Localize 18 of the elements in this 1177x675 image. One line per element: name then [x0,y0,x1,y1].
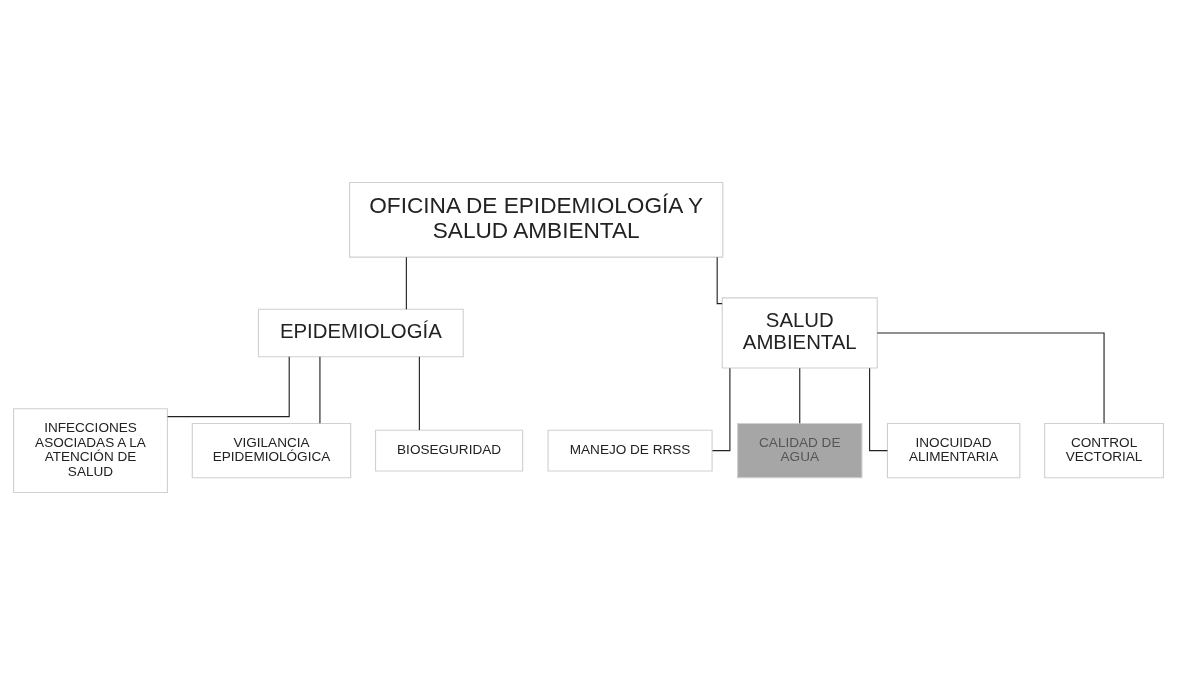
node-box: MANEJO DE RRSS [547,429,713,472]
node-box: OFICINA DE EPIDEMIOLOGÍA Y SALUD AMBIENTAL [348,181,724,258]
node-box: CALIDAD DE AGUA [736,422,863,479]
node-box: INFECCIONES ASOCIADAS A LA ATENCIÓN DE SALUD [13,408,168,494]
node-box: SALUD AMBIENTAL [721,297,878,369]
connector [799,367,801,424]
connector [167,356,290,418]
connector [319,356,321,424]
node-box: BIOSEGURIDAD [375,429,524,472]
connector [869,367,888,452]
connector [711,367,731,452]
connector [876,332,1105,424]
node-box: VIGILANCIA EPIDEMIOLÓGICA [191,422,352,479]
node-box: INOCUIDAD ALIMENTARIA [886,422,1021,479]
connector [418,356,420,431]
node-box: CONTROL VECTORIAL [1044,422,1164,479]
connector [405,256,407,310]
node-box: EPIDEMIOLOGÍA [257,308,464,358]
